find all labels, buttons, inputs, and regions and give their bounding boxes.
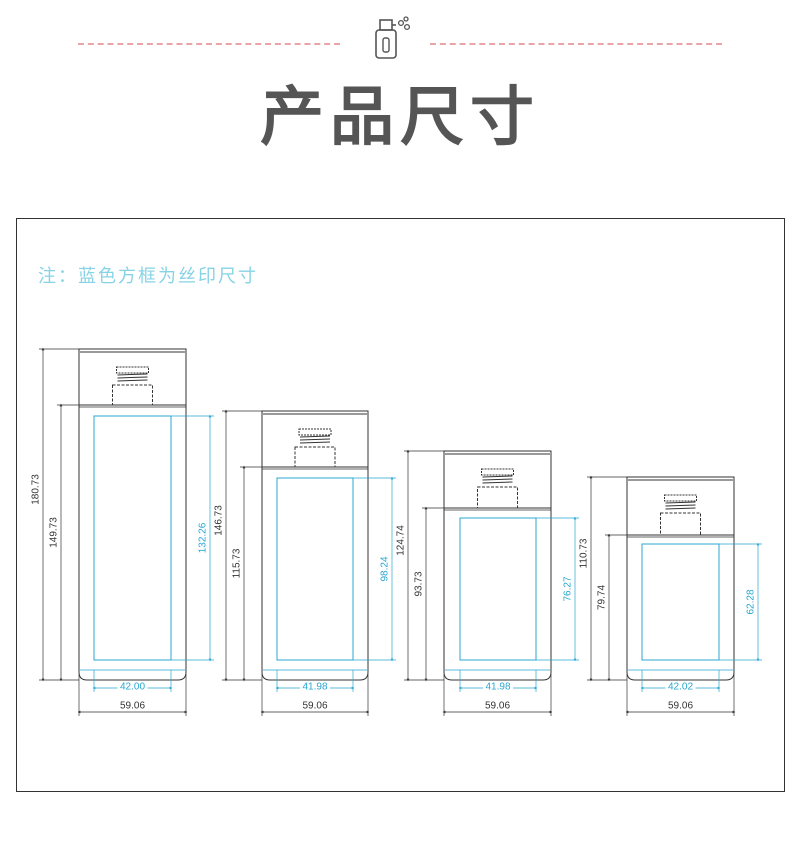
neck-thread — [481, 468, 514, 476]
body-height-label: 115.73 — [232, 548, 243, 578]
thread-line — [482, 475, 513, 478]
bottle-body — [443, 507, 552, 681]
bottle-4: 110.73 79.74 62.28 42.02 59.06 — [579, 475, 762, 716]
total-height-label: 110.73 — [579, 538, 590, 568]
print-area — [459, 517, 537, 661]
total-height-label: 124.74 — [396, 525, 407, 556]
bottle-body — [626, 534, 735, 681]
thread-line — [117, 373, 148, 376]
label-mask — [483, 681, 513, 693]
print-width-label: 42.02 — [668, 682, 693, 693]
label-mask — [665, 681, 696, 693]
print-area — [93, 415, 172, 661]
print-area — [641, 543, 720, 661]
spray-bottle-icon — [375, 16, 411, 59]
bottle-body — [261, 466, 369, 681]
total-height-label: 146.73 — [214, 505, 225, 536]
neck-thread — [298, 428, 332, 436]
bottle-2: 146.73 115.73 98.24 41.98 59.06 — [214, 409, 396, 716]
body-height-label: 93.73 — [414, 571, 425, 596]
bottle-body — [78, 404, 187, 681]
label-mask — [117, 681, 148, 693]
neck-collar — [294, 446, 336, 468]
print-height-label: 62.28 — [746, 589, 757, 614]
total-height-label: 180.73 — [31, 474, 42, 505]
diagram-frame — [16, 218, 785, 792]
page-title: 产品尺寸 — [260, 81, 540, 155]
print-height-label: 132.26 — [198, 522, 209, 553]
header-divider-left — [78, 43, 340, 45]
neck-collar — [477, 486, 518, 509]
bottle-1: 180.73 149.73 132.26 42.00 59.06 — [31, 347, 214, 716]
body-width-label: 59.06 — [485, 701, 510, 712]
thread-line — [117, 379, 148, 382]
neck-thread — [116, 366, 149, 374]
print-area — [276, 477, 354, 661]
thread-line — [665, 504, 696, 507]
bottle-3: 124.74 93.73 76.27 41.98 59.06 — [396, 449, 579, 716]
body-width-label: 59.06 — [668, 701, 693, 712]
print-height-label: 76.27 — [563, 576, 574, 601]
print-width-label: 41.98 — [485, 682, 510, 693]
neck-collar — [112, 384, 153, 406]
label-mask — [300, 681, 330, 693]
header-divider-right — [430, 43, 722, 45]
thread-line — [299, 435, 331, 438]
print-width-label: 41.98 — [302, 682, 327, 693]
thread-line — [299, 438, 331, 441]
thread-line — [482, 481, 513, 484]
print-width-label: 42.00 — [120, 682, 145, 693]
neck-thread — [664, 494, 697, 502]
neck-collar — [660, 512, 701, 536]
thread-line — [117, 376, 148, 379]
print-height-label: 98.24 — [380, 556, 391, 581]
body-height-label: 149.73 — [49, 517, 60, 548]
body-width-label: 59.06 — [120, 701, 145, 712]
thread-line — [299, 441, 331, 444]
thread-line — [665, 507, 696, 510]
note-text: 注：蓝色方框为丝印尺寸 — [38, 266, 258, 287]
body-height-label: 79.74 — [597, 585, 608, 610]
body-width-label: 59.06 — [302, 701, 327, 712]
thread-line — [665, 501, 696, 504]
thread-line — [482, 478, 513, 481]
